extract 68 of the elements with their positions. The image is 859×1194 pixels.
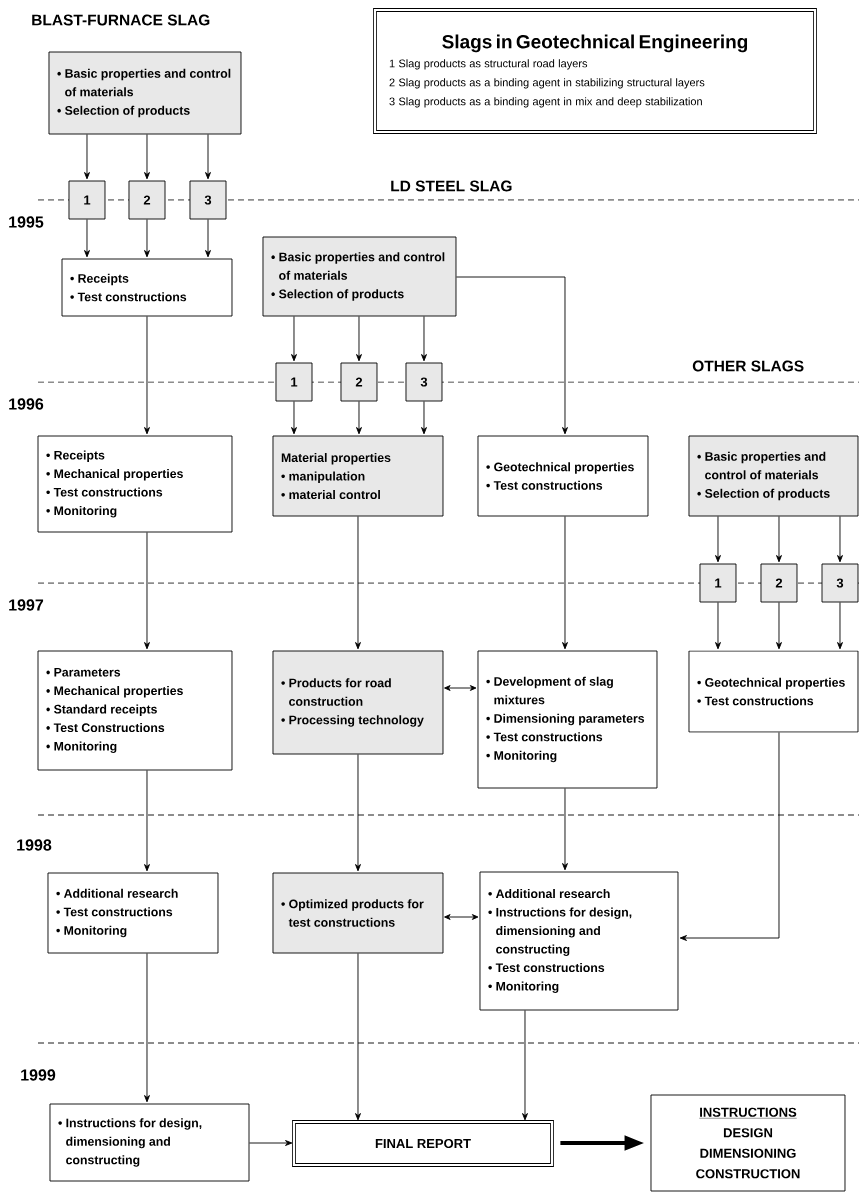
- arrow: [144, 316, 150, 435]
- process-box: • Additional research • Test constructions • Monitoring: [47, 872, 219, 954]
- arrow: [144, 134, 150, 180]
- process-box: • Additional research • Instructions for design, dimensioning and constructing • Test constructions • Monitoring: [479, 871, 679, 1011]
- arrow: [144, 219, 150, 258]
- process-box: • Development of slag mixtures • Dimensioning parameters • Test constructions • Monitoring: [477, 650, 658, 789]
- year-label: 1999: [21, 1069, 56, 1081]
- arrow: [355, 754, 361, 872]
- arrow: [205, 134, 211, 180]
- arrow: [84, 134, 90, 180]
- process-box: • Instructions for design, dimensioning and constructing: [49, 1103, 250, 1182]
- process-box: • Geotechnical properties • Test constructions: [477, 435, 649, 517]
- result-box: INSTRUCTIONS DESIGN DIMENSIONING CONSTRUCTION: [650, 1094, 846, 1192]
- arrow: [205, 219, 211, 258]
- arrow: [837, 516, 843, 563]
- arrow: [679, 732, 780, 941]
- arrow: [249, 1140, 293, 1146]
- arrow: [356, 316, 362, 362]
- number-box: 1: [275, 362, 313, 402]
- section-heading: OTHER SLAGS: [692, 360, 804, 372]
- process-box: Material properties • manipulation • material control: [272, 435, 444, 517]
- arrow: [291, 316, 297, 362]
- process-box: • Basic properties and control of materials • Selection of products: [48, 51, 242, 135]
- year-label: 1995: [9, 216, 44, 228]
- arrow: [355, 516, 361, 650]
- arrow: [562, 516, 568, 650]
- process-box: • Optimized products for test constructions: [272, 872, 444, 954]
- process-box: • Receipts • Test constructions: [61, 258, 233, 317]
- title-box: Slags in Geotechnical Engineering 1 Slag products as structural road layers 2 Slag products as a binding agent in stabilizing structural layers 3 Slag products as a binding agent in mix and deep stabilization: [373, 8, 817, 134]
- report-box: FINAL REPORT: [292, 1120, 554, 1167]
- process-box: • Receipts • Mechanical properties • Test constructions • Monitoring: [37, 435, 233, 533]
- arrow: [715, 602, 721, 650]
- number-box: 2: [340, 362, 378, 402]
- arrow: [355, 953, 361, 1121]
- arrow: [444, 685, 477, 691]
- arrow: [776, 602, 782, 650]
- number-box: 3: [821, 563, 859, 603]
- arrow: [562, 788, 568, 871]
- arrow: [84, 219, 90, 258]
- number-box: 2: [760, 563, 798, 603]
- arrow: [144, 532, 150, 650]
- number-box: 3: [405, 362, 443, 402]
- arrow: [144, 770, 150, 872]
- process-box: • Geotechnical properties • Test constructions: [688, 650, 859, 733]
- arrow: [522, 1010, 528, 1121]
- arrow: [421, 316, 427, 362]
- number-box: 1: [68, 180, 106, 220]
- arrow: [715, 516, 721, 563]
- year-label: 1998: [17, 839, 52, 851]
- arrow: [456, 276, 568, 435]
- section-heading: BLAST-FURNACE SLAG: [32, 14, 210, 26]
- number-box: 3: [189, 180, 227, 220]
- arrow: [291, 401, 297, 435]
- process-box: • Products for road construction • Processing technology: [272, 650, 444, 755]
- process-box: • Basic properties and control of materials • Selection of products: [262, 236, 457, 317]
- arrow: [837, 602, 843, 650]
- number-box: 1: [699, 563, 737, 603]
- number-box: 2: [128, 180, 166, 220]
- section-heading: LD STEEL SLAG: [391, 180, 512, 192]
- arrow: [421, 401, 427, 435]
- year-label: 1996: [9, 398, 44, 410]
- arrow: [356, 401, 362, 435]
- process-box: • Parameters • Mechanical properties • Standard receipts • Test Constructions • Monitoring: [37, 650, 233, 771]
- arrow: [144, 953, 150, 1103]
- arrow: [776, 516, 782, 563]
- year-label: 1997: [9, 599, 44, 611]
- arrow: [444, 914, 479, 920]
- process-box: • Basic properties and control of materials • Selection of products: [688, 435, 859, 517]
